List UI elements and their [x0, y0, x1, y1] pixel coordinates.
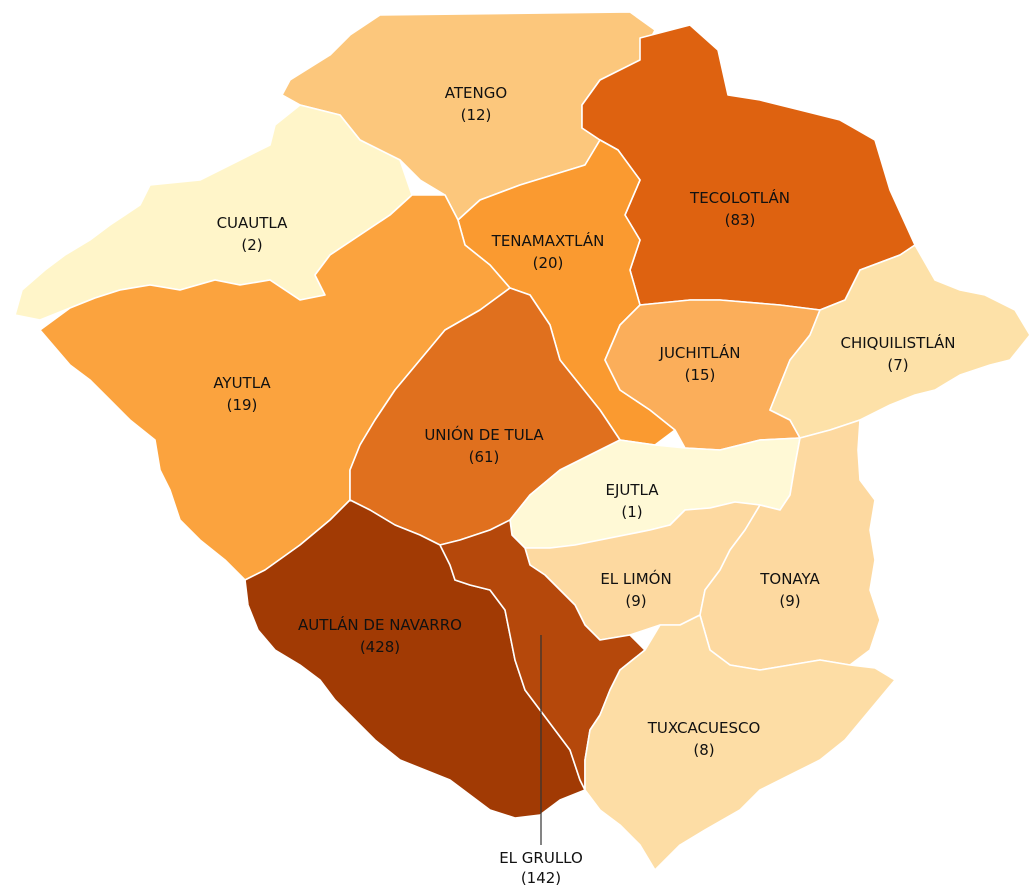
- label-el-grullo-count: (142): [521, 869, 561, 887]
- label-tecolotlan-count: (83): [725, 211, 756, 229]
- label-cuautla-count: (2): [241, 236, 262, 254]
- label-ayutla-count: (19): [227, 396, 258, 414]
- label-juchitlan-name: JUCHITLÁN: [659, 343, 741, 362]
- label-union-de-tula-name: UNIÓN DE TULA: [424, 425, 544, 444]
- region-chiquilistlan[interactable]: [769, 244, 1031, 439]
- label-autlan-name: AUTLÁN DE NAVARRO: [298, 615, 462, 634]
- label-tuxcacuesco-count: (8): [693, 741, 714, 759]
- label-tonaya-name: TONAYA: [759, 570, 820, 588]
- label-tenamaxtlan-count: (20): [533, 254, 564, 272]
- label-union-de-tula-count: (61): [469, 448, 500, 466]
- label-el-limon-name: EL LIMÓN: [600, 569, 671, 588]
- label-atengo-count: (12): [461, 106, 492, 124]
- label-ejutla-count: (1): [621, 503, 642, 521]
- label-tuxcacuesco-name: TUXCACUESCO: [647, 719, 761, 737]
- label-chiquilistlan-name: CHIQUILISTLÁN: [840, 333, 955, 352]
- label-juchitlan-count: (15): [685, 366, 716, 384]
- label-el-grullo-name: EL GRULLO: [499, 849, 583, 867]
- label-ejutla-name: EJUTLA: [605, 481, 659, 499]
- label-chiquilistlan-count: (7): [887, 356, 908, 374]
- label-autlan-count: (428): [360, 638, 400, 656]
- label-tenamaxtlan-name: TENAMAXTLÁN: [491, 231, 605, 250]
- label-cuautla-name: CUAUTLA: [217, 214, 289, 232]
- label-ayutla-name: AYUTLA: [213, 374, 271, 392]
- label-el-limon-count: (9): [625, 592, 646, 610]
- region-tecolotlan[interactable]: [581, 24, 916, 311]
- label-tecolotlan-name: TECOLOTLÁN: [689, 188, 790, 207]
- region-tuxcacuesco[interactable]: [584, 614, 896, 871]
- label-tonaya-count: (9): [779, 592, 800, 610]
- label-atengo-name: ATENGO: [445, 84, 507, 102]
